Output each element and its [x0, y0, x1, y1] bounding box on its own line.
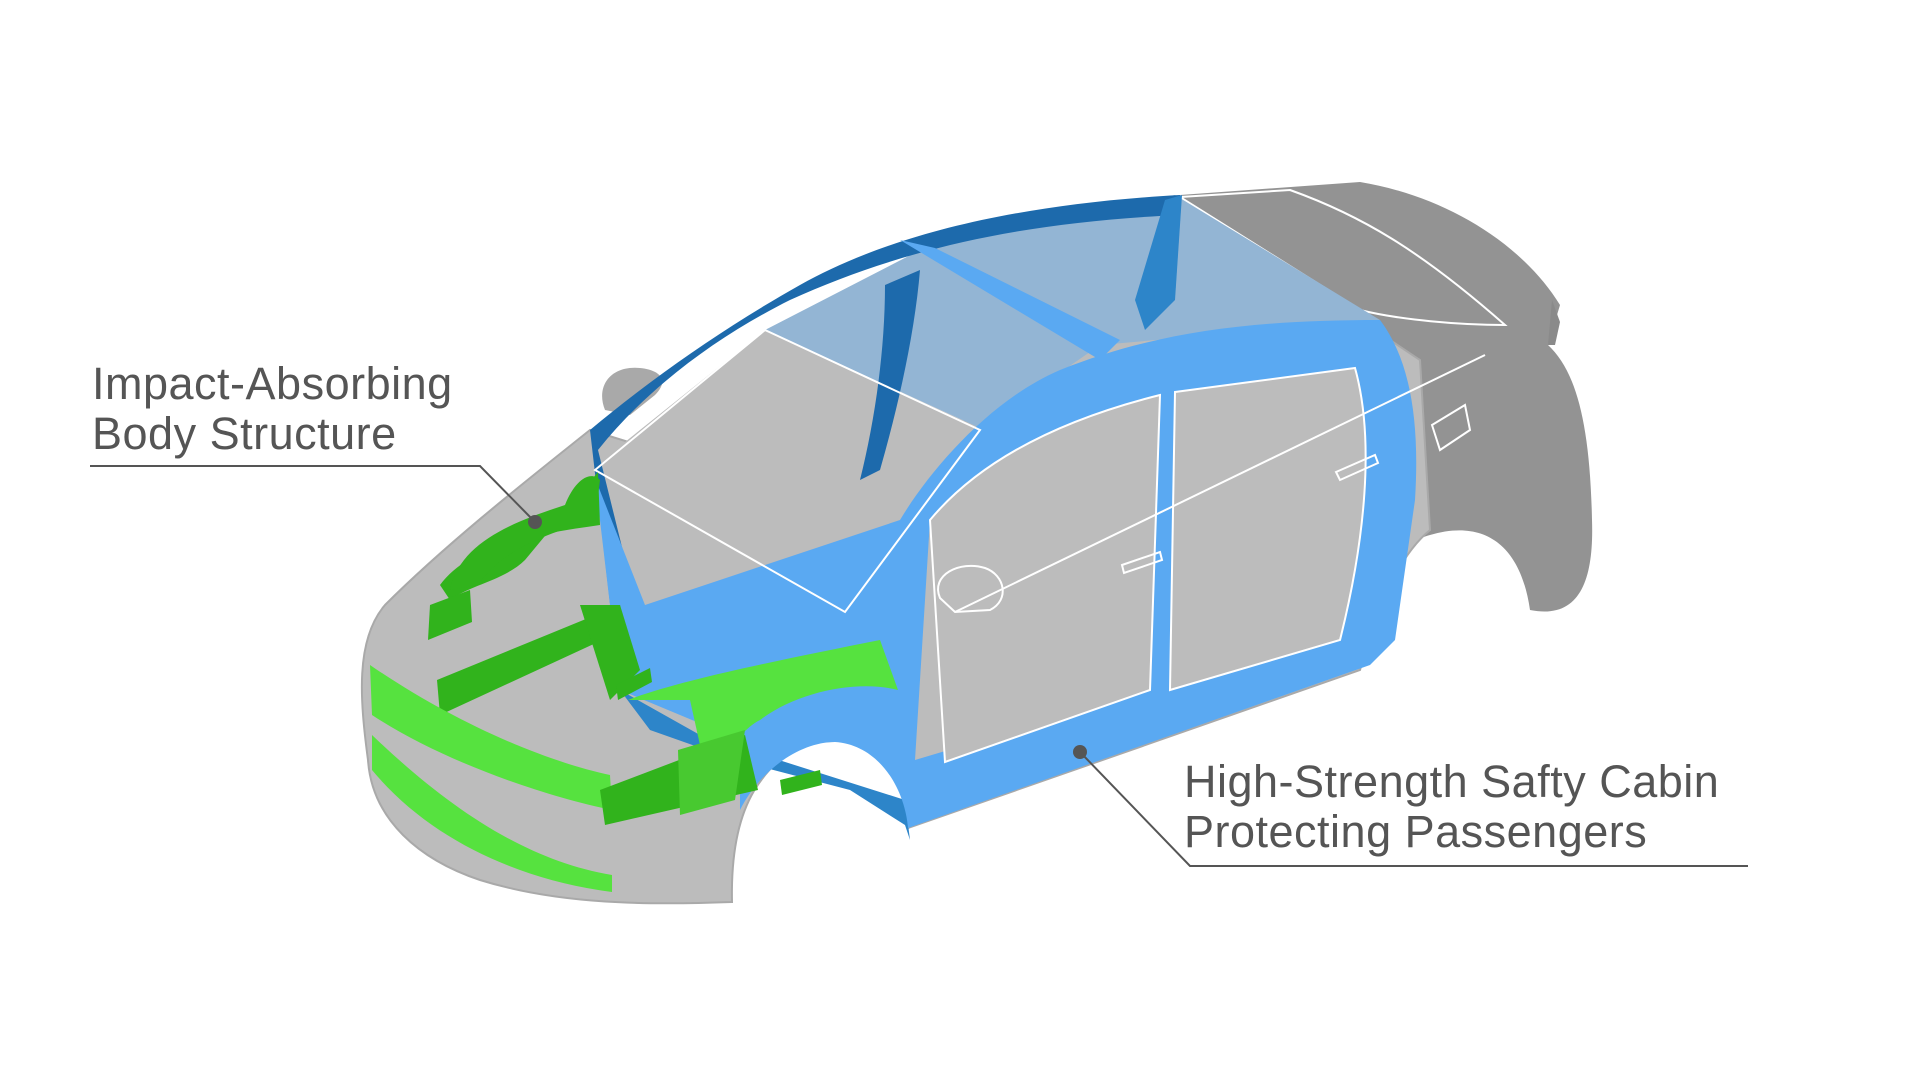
impact-label-line2: Body Structure [92, 408, 397, 459]
bracket-small-1 [616, 668, 652, 700]
b-pillar-dark [1135, 195, 1182, 330]
door-handle-front [1120, 550, 1164, 575]
side-member-left-end [580, 605, 640, 700]
leader-line-impact [90, 465, 536, 523]
side-mirror [602, 367, 663, 415]
roof-glass [765, 195, 1380, 428]
beltline [954, 354, 1486, 613]
leader-dot-impact [528, 515, 542, 529]
side-member-left [437, 605, 624, 715]
a-pillar-inner-dark [860, 270, 920, 480]
safety-cabin-label: High-Strength Safty Cabin Protecting Pas… [1184, 757, 1719, 857]
hatch-window-outline [1176, 188, 1508, 327]
bracket-small-2 [780, 770, 822, 795]
front-door-outline [928, 393, 1162, 764]
front-lower-cross [428, 590, 472, 640]
cabin-label-line2: Protecting Passengers [1184, 806, 1648, 857]
windshield-outline [593, 328, 982, 614]
front-wheel-arch [734, 741, 908, 905]
mirror-outline [937, 564, 1004, 614]
door-handle-rear [1334, 453, 1380, 482]
rear-quarter-window [1430, 403, 1472, 452]
bumper-light-band-2 [372, 735, 612, 892]
rear-lamp [1548, 300, 1560, 345]
apron-arch-left [450, 476, 600, 590]
side-member-right-end [678, 730, 745, 815]
cabin-label-line1: High-Strength Safty Cabin [1184, 756, 1720, 807]
leader-dot-cabin [1073, 745, 1087, 759]
cabin-light-side [595, 320, 1417, 828]
impact-label-line1: Impact-Absorbing [92, 358, 453, 409]
rear-door-outline [1168, 366, 1367, 692]
apron-arch-right [628, 640, 898, 790]
bumper-light-band-1 [370, 665, 612, 810]
roof-rail [900, 240, 1120, 360]
leader-line-cabin [1079, 751, 1748, 867]
impact-absorbing-label: Impact-Absorbing Body Structure [92, 359, 453, 459]
